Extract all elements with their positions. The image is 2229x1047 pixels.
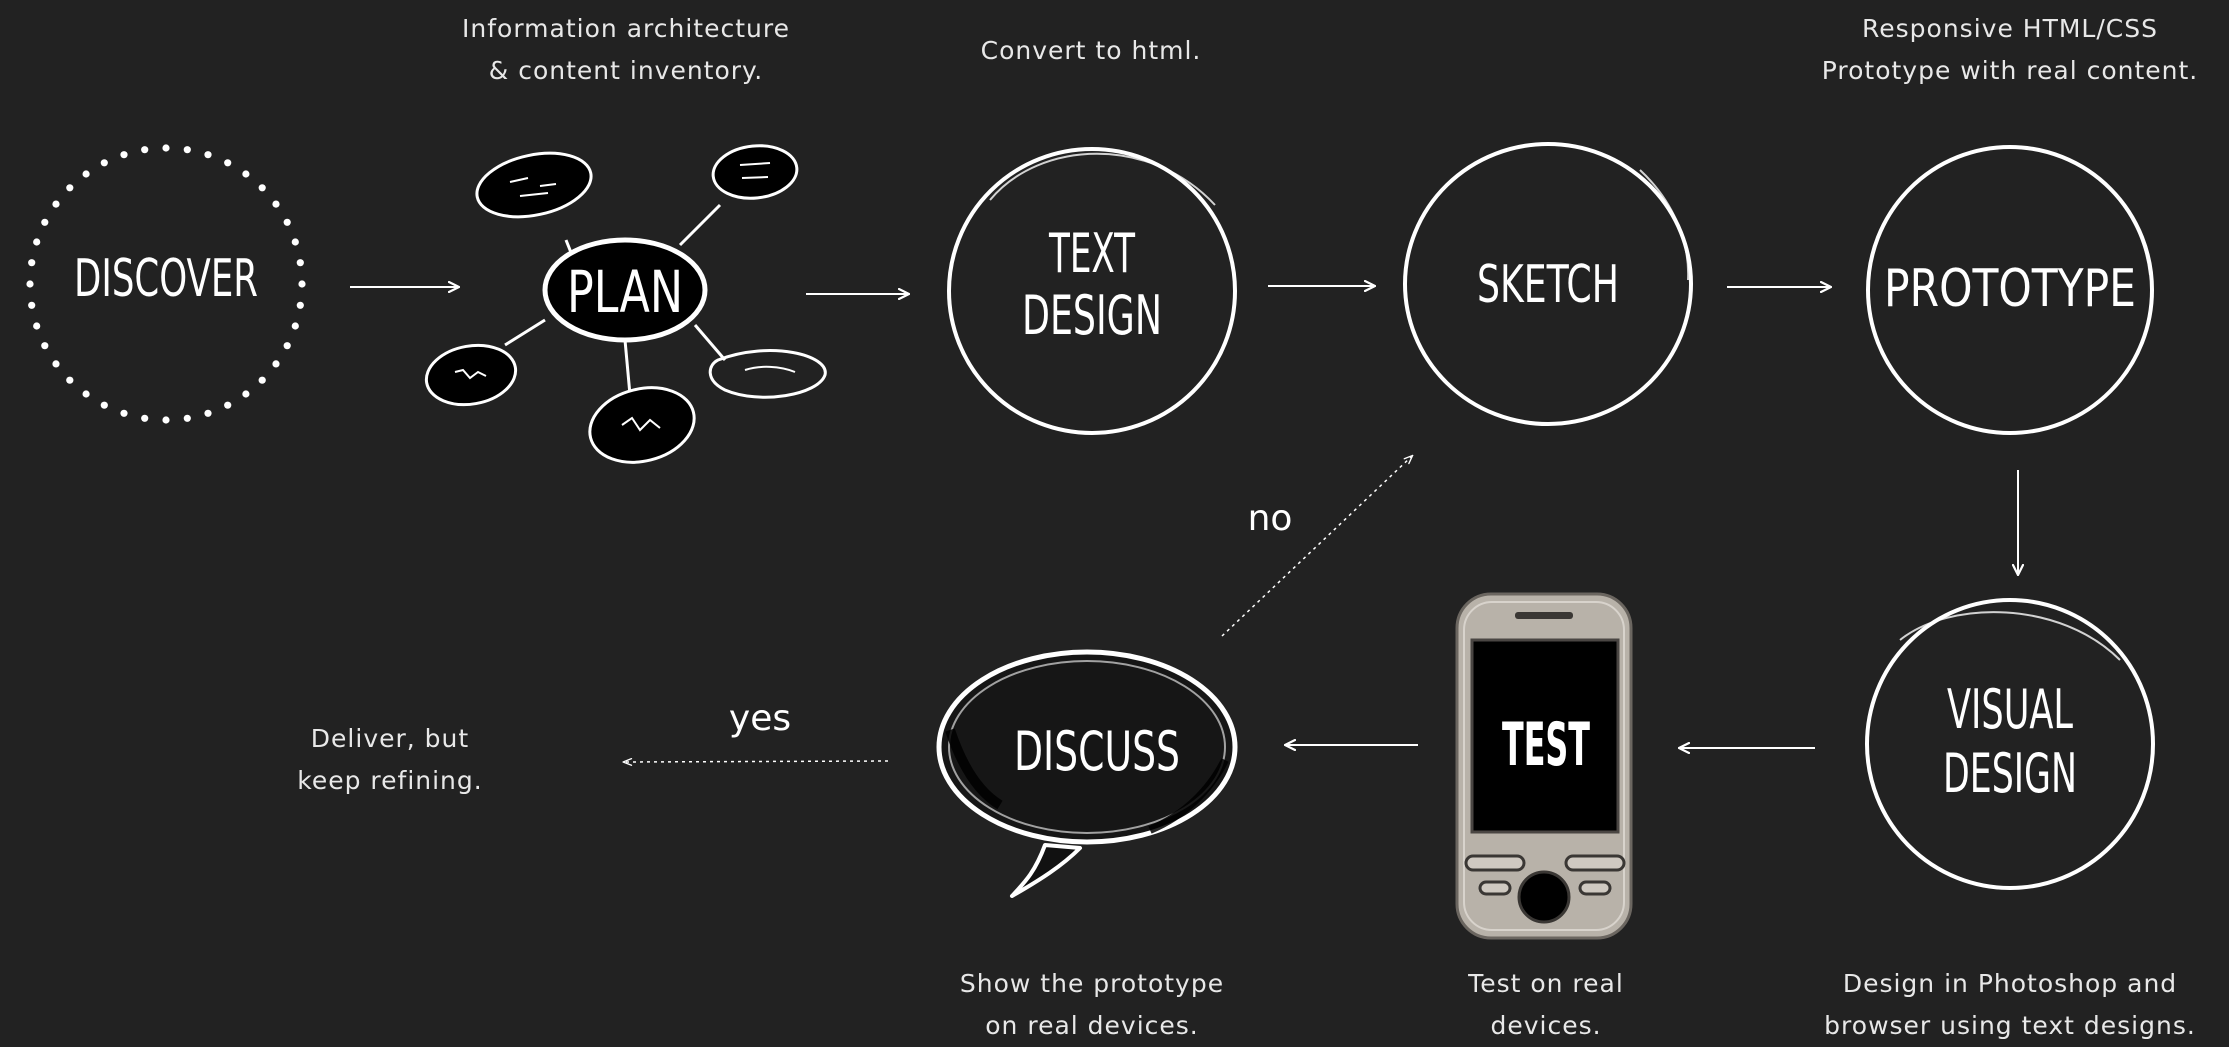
ring-dot bbox=[162, 416, 170, 424]
caption-visual-design-line1: Design in Photoshop and bbox=[1842, 969, 2178, 998]
node-test-label: TEST bbox=[1502, 710, 1590, 780]
caption-deliver-line1: Deliver, but bbox=[310, 724, 470, 753]
node-discover-label: DISCOVER bbox=[74, 249, 258, 309]
node-visual-design: VISUAL DESIGN bbox=[1865, 598, 2155, 890]
ring-dot bbox=[298, 280, 306, 288]
caption-prototype-line1: Responsive HTML/CSS bbox=[1862, 14, 2158, 43]
caption-visual-design-line2: browser using text designs. bbox=[1824, 1011, 2196, 1040]
ring-dot bbox=[66, 376, 74, 384]
ring-dot bbox=[100, 159, 108, 167]
ring-dot bbox=[66, 184, 74, 192]
sketched-circle-icon bbox=[947, 147, 1237, 435]
node-visual-design-label-line1: VISUAL bbox=[1947, 678, 2073, 741]
caption-discuss-line2: on real devices. bbox=[985, 1011, 1199, 1040]
sketched-circle-icon bbox=[1866, 145, 2154, 435]
ring-dot bbox=[283, 218, 291, 226]
node-discuss: DISCUSS bbox=[936, 649, 1238, 898]
yes-arrow-icon bbox=[624, 761, 889, 762]
sketched-circle-icon bbox=[1403, 142, 1693, 426]
ring-dot bbox=[26, 280, 34, 288]
caption-prototype: Responsive HTML/CSS Prototype with real … bbox=[1800, 8, 2220, 92]
node-text-design: TEXT DESIGN bbox=[947, 147, 1237, 435]
ring-dot bbox=[224, 401, 232, 409]
sketched-circle-icon bbox=[1865, 598, 2155, 890]
caption-deliver: Deliver, but keep refining. bbox=[270, 718, 510, 802]
dotted-circle-icon bbox=[26, 144, 306, 424]
speech-bubble-icon bbox=[936, 649, 1238, 898]
caption-test: Test on real devices. bbox=[1426, 963, 1666, 1047]
ring-dot bbox=[120, 409, 128, 417]
no-arrow-icon bbox=[1221, 456, 1412, 637]
node-sketch-label: SKETCH bbox=[1477, 255, 1619, 315]
edge-label-no: no bbox=[1248, 498, 1293, 539]
ring-dot bbox=[291, 322, 299, 330]
ring-dot bbox=[296, 259, 304, 267]
caption-test-line1: Test on real bbox=[1468, 969, 1624, 998]
ring-dot bbox=[82, 390, 90, 398]
caption-discuss-line1: Show the prototype bbox=[959, 969, 1225, 998]
ring-dot bbox=[82, 170, 90, 178]
ring-dot bbox=[33, 238, 41, 246]
ring-dot bbox=[224, 159, 232, 167]
caption-plan: Information architecture & content inven… bbox=[430, 8, 822, 92]
caption-test-line2: devices. bbox=[1490, 1011, 1602, 1040]
caption-text-design-line1: Convert to html. bbox=[980, 36, 1202, 65]
node-discover: DISCOVER bbox=[26, 144, 306, 424]
ring-dot bbox=[183, 414, 191, 422]
ring-dot bbox=[296, 301, 304, 309]
ring-dot bbox=[162, 144, 170, 152]
ring-dot bbox=[258, 376, 266, 384]
caption-plan-line2: & content inventory. bbox=[488, 56, 764, 85]
node-text-design-label-line1: TEXT bbox=[1048, 222, 1135, 285]
ring-dot bbox=[28, 259, 36, 267]
ring-dot bbox=[258, 184, 266, 192]
ring-dot bbox=[272, 200, 280, 208]
ring-dot bbox=[272, 360, 280, 368]
mind-map-icon bbox=[424, 144, 827, 464]
edge-label-yes: yes bbox=[729, 698, 791, 739]
ring-dot bbox=[204, 151, 212, 159]
caption-visual-design: Design in Photoshop and browser using te… bbox=[1800, 963, 2220, 1047]
ring-dot bbox=[120, 151, 128, 159]
node-prototype: PROTOTYPE bbox=[1866, 145, 2154, 435]
node-sketch: SKETCH bbox=[1403, 142, 1693, 426]
caption-plan-line1: Information architecture bbox=[462, 14, 790, 43]
ring-dot bbox=[242, 170, 250, 178]
ring-dot bbox=[242, 390, 250, 398]
node-text-design-label-line2: DESIGN bbox=[1022, 284, 1162, 347]
ring-dot bbox=[33, 322, 41, 330]
ring-dot bbox=[291, 238, 299, 246]
ring-dot bbox=[100, 401, 108, 409]
caption-text-design: Convert to html. bbox=[940, 30, 1242, 72]
node-prototype-label: PROTOTYPE bbox=[1884, 259, 2136, 319]
caption-prototype-line2: Prototype with real content. bbox=[1821, 56, 2199, 85]
ring-dot bbox=[141, 414, 149, 422]
node-visual-design-label-line2: DESIGN bbox=[1943, 742, 2077, 805]
caption-discuss: Show the prototype on real devices. bbox=[930, 963, 1254, 1047]
ring-dot bbox=[41, 218, 49, 226]
node-test: TEST bbox=[1455, 592, 1633, 940]
ring-dot bbox=[41, 342, 49, 350]
node-plan-label: PLAN bbox=[567, 258, 683, 326]
caption-deliver-line2: keep refining. bbox=[297, 766, 483, 795]
node-discuss-label: DISCUSS bbox=[1014, 720, 1180, 783]
ring-dot bbox=[204, 409, 212, 417]
ring-dot bbox=[183, 146, 191, 154]
ring-dot bbox=[52, 200, 60, 208]
ring-dot bbox=[283, 342, 291, 350]
smartphone-icon bbox=[1455, 592, 1633, 940]
ring-dot bbox=[52, 360, 60, 368]
ring-dot bbox=[141, 146, 149, 154]
node-plan: PLAN bbox=[424, 144, 827, 464]
ring-dot bbox=[28, 301, 36, 309]
